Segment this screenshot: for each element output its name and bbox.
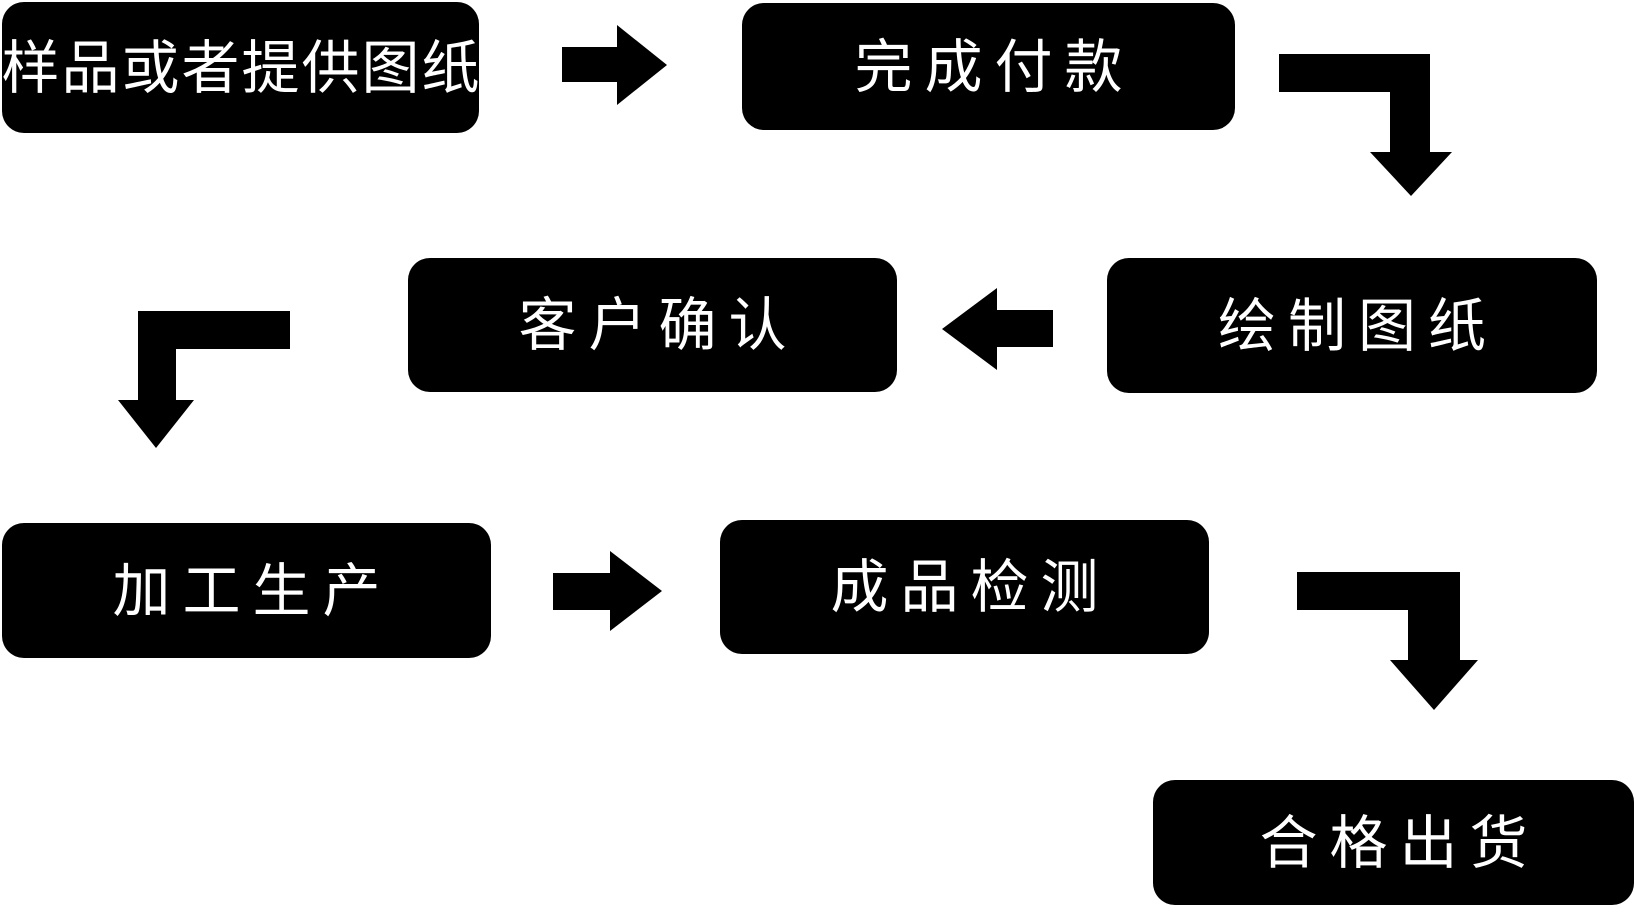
arrow-elbow-down-icon-payment-to-drawing — [1279, 54, 1452, 196]
node-qualified-shipment: 合格出货 — [1153, 780, 1634, 905]
arrow-elbow-down-icon-inspection-to-shipment — [1297, 572, 1478, 710]
arrow-right-icon-sample-to-payment — [562, 25, 667, 105]
node-sample-or-provide-drawings: 样品或者提供图纸 — [2, 2, 480, 133]
node-processing-production: 加工生产 — [2, 523, 491, 658]
arrow-elbow-down-icon-confirm-to-production — [118, 311, 290, 448]
node-draw-drawings: 绘制图纸 — [1107, 258, 1597, 393]
node-finished-product-inspection: 成品检测 — [720, 520, 1209, 654]
node-complete-payment: 完成付款 — [742, 3, 1235, 130]
arrow-left-icon-drawing-to-confirm — [942, 288, 1053, 370]
node-customer-confirmation: 客户确认 — [408, 258, 897, 392]
arrow-right-icon-production-to-inspection — [553, 551, 662, 631]
